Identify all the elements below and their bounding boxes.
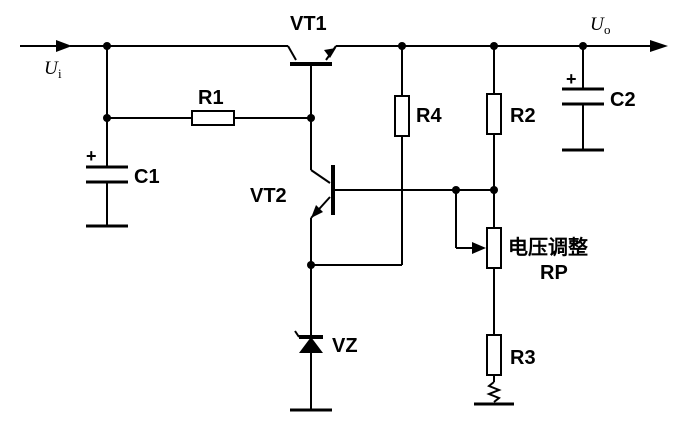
- r4-label: R4: [416, 105, 442, 127]
- output-subscript: o: [604, 22, 611, 37]
- rp-potentiometer: [486, 227, 502, 335]
- output-wire: [325, 40, 668, 61]
- junction-dot: [579, 42, 587, 50]
- vt2-transistor: [310, 118, 335, 335]
- junction-dot: [103, 114, 111, 122]
- input-wire: [20, 40, 297, 61]
- r2-label: R2: [510, 105, 536, 127]
- junction-dot: [490, 42, 498, 50]
- vt2-label: VT2: [250, 185, 287, 207]
- input-voltage-label: U i: [44, 58, 62, 81]
- junction-dot: [490, 186, 498, 194]
- r3-resistor: [474, 334, 514, 406]
- r4-resistor: [311, 46, 410, 266]
- vt1-transistor: [290, 48, 336, 118]
- junction-dot: [103, 42, 111, 50]
- junction-dot: [452, 186, 460, 194]
- base-feedback-wire: [333, 189, 494, 254]
- c1-capacitor: [86, 46, 128, 228]
- junction-dot: [307, 114, 315, 122]
- junction-dot: [398, 42, 406, 50]
- vt1-label: VT1: [290, 13, 327, 35]
- vz-zener-diode: [290, 330, 332, 412]
- r1-label: R1: [198, 87, 224, 109]
- junction-dots: [103, 42, 587, 269]
- r2-resistor: [486, 46, 502, 228]
- output-voltage-label: U o: [590, 14, 611, 37]
- rp-name-label: 电压调整: [508, 235, 588, 259]
- c2-capacitor: [562, 46, 604, 152]
- junction-dot: [307, 261, 315, 269]
- rp-code-label: RP: [540, 262, 568, 284]
- c1-label: C1: [134, 166, 160, 188]
- r3-label: R3: [510, 347, 536, 369]
- output-symbol: U: [590, 14, 605, 35]
- c2-label: C2: [610, 89, 636, 111]
- vz-label: VZ: [332, 335, 358, 357]
- input-subscript: i: [58, 66, 62, 81]
- input-symbol: U: [44, 58, 59, 79]
- c2-plus-sign: +: [566, 69, 577, 89]
- r1-resistor: [107, 110, 311, 126]
- c1-plus-sign: +: [86, 146, 97, 166]
